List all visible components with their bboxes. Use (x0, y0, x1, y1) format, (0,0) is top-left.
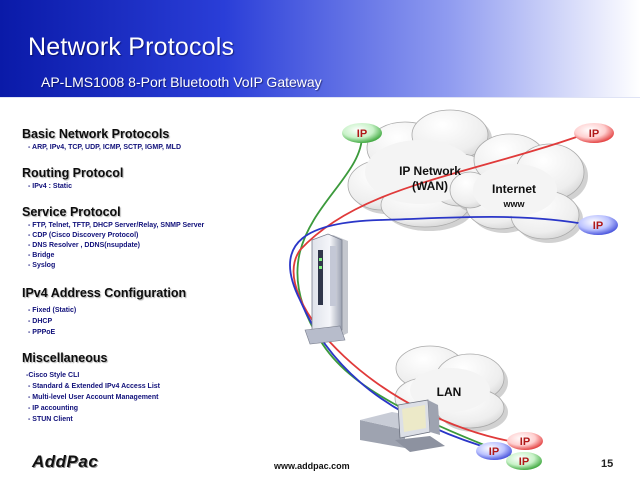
list-item: - DHCP (28, 318, 53, 325)
wan-sublabel: (WAN) (412, 179, 448, 193)
lan-cloud (394, 345, 508, 432)
red-connection-line (292, 133, 586, 444)
section-heading-routing: Routing Protocol (22, 166, 124, 180)
list-item: - Standard & Extended IPv4 Access List (28, 383, 161, 390)
list-item: -Cisco Style CLI (26, 372, 80, 379)
list-item: - FTP, Telnet, TFTP, DHCP Server/Relay, … (28, 222, 205, 229)
list-item: - Fixed (Static) (28, 307, 77, 314)
footer-url[interactable]: www.addpac.com (274, 461, 350, 471)
blue-connection-line (289, 215, 591, 452)
ip-badge-green-top: IP (342, 123, 382, 143)
list-item: - DNS Resolver , DDNS(nsupdate) (28, 242, 141, 249)
list-item: - Bridge (28, 252, 55, 259)
ip-badge-green-bottom: IP (506, 452, 542, 470)
list-item: - ARP, IPv4, TCP, UDP, ICMP, SCTP, IGMP,… (28, 144, 182, 151)
list-item: - STUN Client (28, 416, 73, 423)
list-item: - Multi-level User Account Management (28, 394, 159, 401)
svg-text:IP: IP (593, 220, 603, 232)
addpac-logo: AddPac (32, 452, 99, 471)
section-heading-misc: Miscellaneous (22, 351, 108, 365)
divider (0, 97, 640, 98)
ip-badge-red-bottom: IP (507, 432, 543, 450)
page-title: Network Protocols (28, 33, 235, 61)
svg-text:IP: IP (520, 436, 530, 448)
section-heading-service: Service Protocol (22, 205, 121, 219)
ip-badge-blue-right: IP (578, 215, 618, 235)
gateway-device (304, 233, 348, 345)
list-item: - IPv4 : Static (28, 183, 72, 190)
ip-badge-blue-bottom: IP (476, 442, 512, 460)
list-item: - CDP (Cisco Discovery Protocol) (28, 232, 139, 239)
svg-text:IP: IP (519, 456, 529, 468)
svg-text:IP: IP (489, 446, 499, 458)
lan-label: LAN (437, 385, 462, 399)
list-item: - PPPoE (28, 329, 56, 336)
ip-badge-red-top: IP (574, 123, 614, 143)
header-banner: Network Protocols AP-LMS1008 8-Port Blue… (0, 0, 640, 97)
svg-text:IP: IP (357, 128, 367, 140)
page-subtitle: AP-LMS1008 8-Port Bluetooth VoIP Gateway (41, 74, 322, 90)
wan-label: IP Network (399, 164, 461, 178)
pc-icon (360, 399, 445, 452)
internet-label: Internet (492, 182, 536, 196)
section-heading-basic: Basic Network Protocols (22, 127, 170, 141)
list-item: - Syslog (28, 262, 56, 269)
section-heading-ipv4: IPv4 Address Configuration (22, 286, 187, 300)
list-item: - IP accounting (28, 405, 79, 412)
page-number: 15 (601, 458, 614, 470)
internet-cloud (449, 133, 588, 243)
svg-text:IP: IP (589, 128, 599, 140)
internet-sublabel: www (502, 199, 525, 209)
